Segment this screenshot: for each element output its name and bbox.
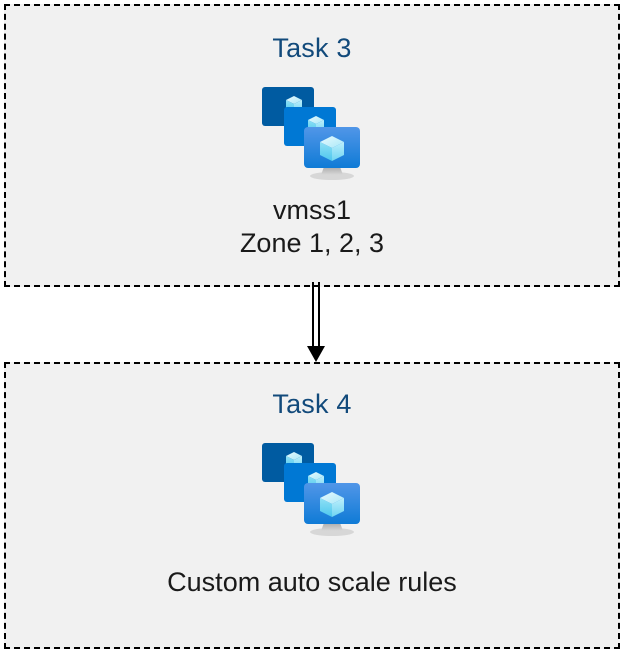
azure-vm-scale-set-icon: [262, 86, 360, 180]
task-box-task4-caption: Custom auto scale rules: [167, 566, 457, 599]
task-box-task3[interactable]: Task 3: [4, 4, 620, 287]
azure-vm-scale-set-icon: [262, 442, 360, 536]
task-box-task3-title: Task 3: [272, 33, 352, 63]
caption-line: vmss1: [272, 194, 351, 225]
task-box-task3-caption: vmss1 Zone 1, 2, 3: [240, 194, 384, 260]
task-box-task4-title: Task 4: [272, 389, 352, 419]
task-box-task4-content: Task 4: [6, 364, 618, 647]
task-box-task3-content: Task 3: [6, 6, 618, 285]
arrow-task3-to-task4: [307, 282, 325, 362]
task-box-task4[interactable]: Task 4: [4, 362, 620, 649]
caption-line: Custom auto scale rules: [167, 566, 457, 597]
caption-line: Zone 1, 2, 3: [239, 227, 385, 258]
